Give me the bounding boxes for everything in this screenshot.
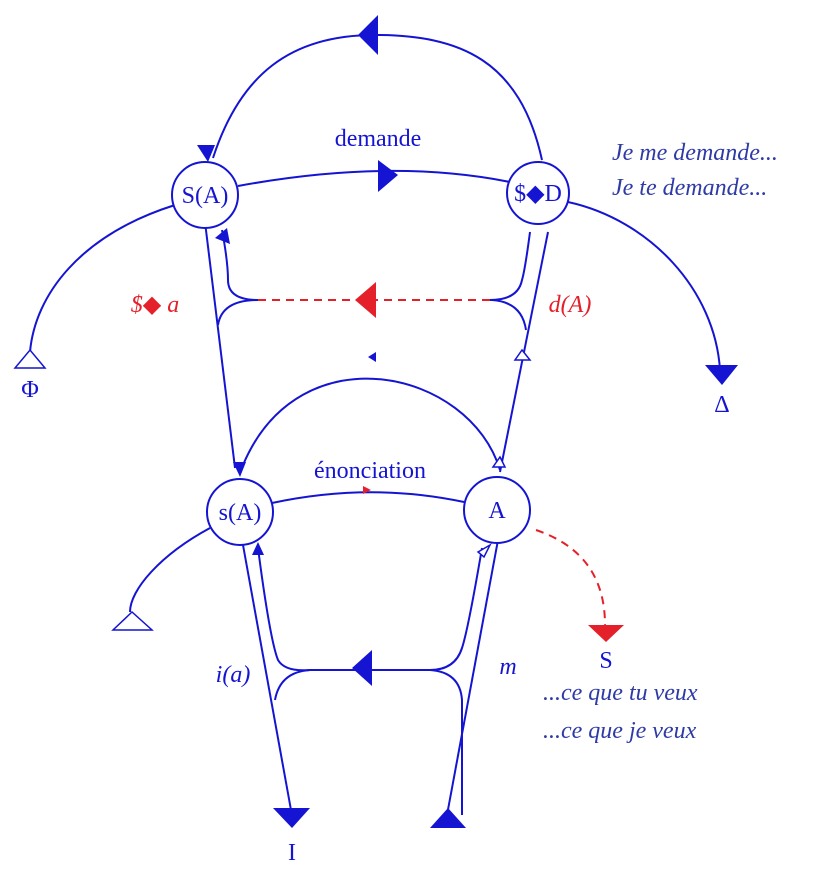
middle-arc-arrow bbox=[368, 352, 376, 362]
note-je-me-demande: Je me demande... bbox=[612, 140, 778, 166]
left-vertical-inner bbox=[221, 229, 259, 301]
a-lower-triangle bbox=[476, 543, 492, 559]
desir-label: d(A) bbox=[549, 292, 592, 318]
i-down-arrow bbox=[273, 808, 310, 828]
moi-horizontal-arrow bbox=[352, 650, 372, 686]
node-s-barred-d-circle bbox=[506, 161, 570, 225]
phi-label: Φ bbox=[21, 377, 39, 403]
phi-branch bbox=[29, 204, 176, 353]
small-s-a-arrow bbox=[233, 462, 246, 477]
note-je-te-demande: Je te demande... bbox=[612, 175, 767, 201]
enonciation-label: énonciation bbox=[314, 458, 426, 484]
middle-return-arc bbox=[242, 377, 501, 471]
ideal-lower-curve bbox=[274, 669, 311, 701]
node-big-s-barred-a-label: S(A) bbox=[182, 183, 229, 209]
desir-small-triangle bbox=[513, 348, 532, 361]
lower-left-branch bbox=[129, 527, 211, 613]
lower-left-up-arrow bbox=[252, 542, 264, 555]
i-terminal-label: I bbox=[288, 840, 296, 866]
moi-label: m bbox=[499, 654, 516, 680]
fantasme-label: $◆ a bbox=[131, 292, 179, 318]
upper-left-arrow bbox=[197, 145, 215, 162]
ideal-label: i(a) bbox=[216, 662, 251, 688]
lower-left-outer bbox=[242, 544, 292, 811]
node-small-s-a-label: s(A) bbox=[219, 500, 262, 526]
note-ce-que-je-veux: ...ce que je veux bbox=[543, 718, 697, 744]
lower-left-inner bbox=[257, 547, 311, 672]
lower-right-inner bbox=[429, 547, 483, 671]
node-s-barred-d-label: $◆D bbox=[514, 181, 562, 207]
node-small-s-a-circle bbox=[206, 478, 274, 546]
delta-label: Δ bbox=[714, 392, 729, 418]
lower-right-outer bbox=[446, 539, 499, 816]
node-a-circle bbox=[463, 476, 531, 544]
delta-branch bbox=[567, 201, 721, 371]
right-vertical-inner bbox=[489, 231, 531, 301]
top-arc-arrow bbox=[358, 15, 378, 55]
fantasme-lower-curve bbox=[217, 299, 259, 326]
s-terminal-label: S bbox=[599, 648, 612, 674]
demande-line bbox=[237, 169, 511, 187]
node-a-label: A bbox=[488, 498, 506, 524]
phi-triangle bbox=[13, 348, 47, 369]
fantasme-desir-arrow bbox=[355, 282, 376, 318]
enonciation-arrow bbox=[363, 486, 371, 494]
delta-arrow bbox=[705, 365, 738, 385]
left-vertical-outer bbox=[204, 221, 236, 469]
a-small-triangle bbox=[491, 455, 507, 468]
lower-left-triangle bbox=[111, 610, 154, 631]
demande-arrow bbox=[378, 160, 398, 192]
enonciation-line bbox=[271, 491, 465, 504]
node-big-s-barred-a-circle bbox=[171, 161, 239, 229]
note-ce-que-tu-veux: ...ce que tu veux bbox=[543, 680, 698, 706]
s-terminal-arrow bbox=[588, 625, 624, 642]
moi-lower-curve bbox=[429, 669, 463, 815]
bottom-up-arrow bbox=[430, 808, 466, 828]
a-to-s-dashed bbox=[535, 529, 606, 626]
demande-label: demande bbox=[335, 126, 422, 152]
desir-lower-curve bbox=[491, 299, 527, 331]
fantasme-up-arrow bbox=[215, 228, 230, 244]
